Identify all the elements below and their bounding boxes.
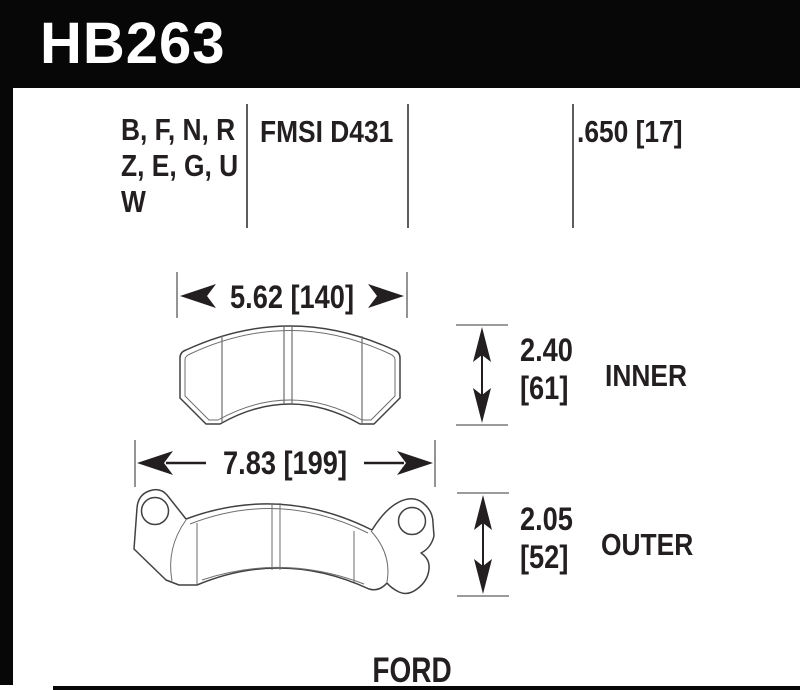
column-divider	[407, 104, 409, 228]
friction-top-line	[189, 508, 369, 534]
outer-width-dimension	[134, 440, 436, 487]
compound-line: B, F, N, R	[121, 112, 236, 147]
outer-height-dimension	[457, 492, 509, 597]
vehicle-make-label: FORD	[372, 651, 452, 690]
outer-pad-label: OUTER	[601, 527, 694, 562]
inner-height-value: 2.40	[520, 332, 573, 368]
inner-pad-friction-outline	[184, 330, 396, 421]
friction-bottom-line	[201, 566, 365, 585]
inner-height-dimension	[456, 324, 508, 426]
arrow-left-icon	[137, 451, 173, 475]
compound-codes: B, F, N, R Z, E, G, U W	[121, 112, 259, 220]
inner-pad-outline	[179, 325, 401, 425]
arrow-down-icon	[474, 559, 492, 594]
arrow-right-icon	[397, 451, 433, 475]
left-edge-bar	[0, 0, 13, 685]
pad-thickness: .650 [17]	[577, 114, 683, 149]
inner-pad-label: INNER	[605, 358, 687, 393]
arrow-down-icon	[473, 388, 491, 423]
bottom-edge-bar	[53, 686, 800, 690]
column-divider	[572, 104, 574, 228]
column-divider	[246, 104, 248, 228]
header-bar: HB263	[0, 0, 800, 88]
friction-left-line	[170, 519, 187, 582]
arrow-left-icon	[180, 284, 216, 308]
fmsi-code: FMSI D431	[260, 114, 394, 149]
arrow-up-icon	[473, 327, 491, 362]
mounting-hole	[397, 506, 427, 536]
outer-pad-outline	[133, 488, 435, 595]
inner-height-metric: [61]	[520, 370, 569, 406]
arrow-right-icon	[368, 284, 404, 308]
friction-right-line	[370, 530, 389, 583]
outer-height-value: 2.05	[520, 501, 573, 537]
inner-width-dimension	[176, 272, 408, 318]
part-number: HB263	[40, 11, 226, 76]
outer-height-metric: [52]	[520, 539, 569, 575]
outer-width-label: 7.83 [199]	[223, 445, 347, 481]
inner-pad-drawing	[179, 325, 401, 425]
arrow-up-icon	[474, 495, 492, 530]
mounting-hole	[140, 496, 170, 526]
inner-width-label: 5.62 [140]	[230, 279, 354, 315]
compound-line: Z, E, G, U	[121, 148, 239, 183]
outer-pad-drawing	[133, 488, 435, 595]
inner-width-arrows	[180, 284, 404, 308]
compound-line: W	[121, 184, 146, 219]
